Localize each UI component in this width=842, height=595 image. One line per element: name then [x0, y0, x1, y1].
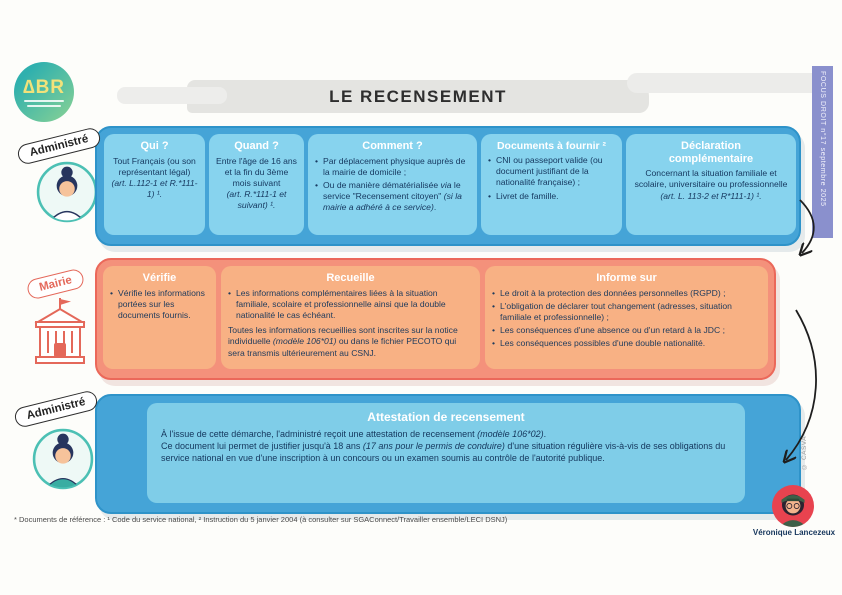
card-informe-sur: Informe sur Le droit à la protection des…	[485, 266, 768, 369]
card-quand-title: Quand ?	[234, 140, 279, 152]
card-qui-title: Qui ?	[140, 140, 169, 152]
card-quand-body: Entre l'âge de 16 ans et la fin du 3ème …	[216, 155, 297, 188]
text-run: Ou de manière dématérialisée	[323, 179, 441, 190]
copyright-text: © CASVA	[801, 436, 808, 470]
text-run: d'une situation régulière vis-à-vis de s…	[161, 441, 726, 464]
card-attestation-body: À l'issue de cette démarche, l'administr…	[147, 428, 745, 464]
card-qui: Qui ? Tout Français (ou son représentant…	[104, 134, 205, 235]
list-item: Vérifie les informations portées sur les…	[110, 288, 209, 322]
title-brush-stroke	[117, 73, 827, 113]
card-recueille: Recueille Les informations complémentair…	[221, 266, 480, 369]
logo-subline	[27, 104, 61, 107]
card-qui-ref: (art. L.112-1 et R.*111-1) ¹.	[111, 177, 198, 200]
card-documents-list: CNI ou passeport valide (ou document jus…	[481, 155, 622, 202]
text-run-italic: (17 ans pour le permis de conduire)	[362, 441, 505, 452]
author-avatar-icon	[772, 485, 814, 527]
card-verifie-title: Vérifie	[142, 272, 177, 284]
card-verifie-list: Vérifie les informations portées sur les…	[103, 288, 216, 322]
logo-text: ∆BR	[22, 76, 66, 98]
card-qui-text: Tout Français (ou son représentant légal…	[104, 156, 205, 201]
card-comment-title: Comment ?	[362, 140, 423, 152]
card-quand-text: Entre l'âge de 16 ans et la fin du 3ème …	[209, 156, 304, 212]
list-item: L'obligation de déclarer tout changement…	[492, 301, 761, 323]
card-documents-title: Documents à fournir ²	[496, 140, 607, 152]
town-hall-icon	[34, 298, 86, 364]
card-verifie: Vérifie Vérifie les informations portées…	[103, 266, 216, 369]
card-informe-sur-list: Le droit à la protection des données per…	[485, 288, 768, 350]
card-documents: Documents à fournir ² CNI ou passeport v…	[481, 134, 622, 235]
administre-avatar-icon	[32, 428, 94, 490]
card-declaration-title: Déclaration complémentaire	[668, 140, 754, 165]
text-run: À l'issue de cette démarche, l'administr…	[161, 429, 478, 439]
list-item: Les conséquences possibles d'une double …	[492, 338, 761, 349]
author-name: Véronique Lancezeux	[752, 528, 836, 537]
card-attestation: Attestation de recensement À l'issue de …	[147, 403, 745, 503]
card-recueille-title: Recueille	[326, 272, 375, 284]
page-title: LE RECENSEMENT	[329, 87, 507, 106]
list-item: Le droit à la protection des données per…	[492, 288, 761, 299]
text-run: .	[433, 202, 437, 213]
actor-label-administre-2: Administré	[12, 389, 100, 429]
logo-subline	[24, 99, 64, 102]
text-run: le service "Recensement citoyen"	[323, 179, 461, 202]
list-item: Livret de famille.	[488, 191, 615, 202]
text-run: Ce document lui permet de justifier jusq…	[161, 441, 363, 452]
card-quand: Quand ? Entre l'âge de 16 ans et la fin …	[209, 134, 304, 235]
text-run-italic: via	[440, 179, 452, 190]
card-recueille-paragraph: Toutes les informations recueillies sont…	[221, 323, 480, 359]
reference-footnote: * Documents de référence : ¹ Code du ser…	[14, 515, 508, 524]
text-run-italic: (si la mairie a adhéré à ce service)	[323, 191, 462, 213]
card-comment: Comment ? Par déplacement physique auprè…	[308, 134, 477, 235]
text-run: ou dans le fichier PECOTO qui sera trans…	[228, 336, 457, 358]
card-comment-list: Par déplacement physique auprès de la ma…	[308, 156, 477, 214]
card-attestation-title: Attestation de recensement	[367, 410, 525, 424]
text-run: .	[543, 429, 547, 439]
card-qui-body: Tout Français (ou son représentant légal…	[113, 155, 196, 177]
text-run-italic: (modèle 106*02)	[477, 429, 544, 439]
card-informe-sur-title: Informe sur	[596, 272, 657, 284]
card-declaration-text: Concernant la situation familiale et sco…	[626, 168, 796, 202]
list-item: Les informations complémentaires liées à…	[228, 288, 473, 322]
text-run-italic: (modèle 106*01)	[272, 336, 337, 347]
list-item: Par déplacement physique auprès de la ma…	[315, 156, 470, 178]
card-declaration: Déclaration complémentaire Concernant la…	[626, 134, 796, 235]
focus-droit-banner: FOCUS DROIT n°17 septembre 2025	[812, 66, 833, 238]
card-declaration-body: Concernant la situation familiale et sco…	[634, 168, 788, 190]
list-item: Les conséquences d'une absence ou d'un r…	[492, 325, 761, 336]
list-item: CNI ou passeport valide (ou document jus…	[488, 155, 615, 189]
abr-logo: ∆BR	[14, 62, 74, 122]
text-run: Toutes les informations recueillies sont…	[228, 325, 458, 347]
card-quand-ref: (art. R.*111-1 et suivant) ¹.	[226, 189, 287, 211]
actor-label-administre-1: Administré	[15, 126, 103, 166]
card-recueille-list: Les informations complémentaires liées à…	[221, 288, 480, 322]
list-item: Ou de manière dématérialisée via le serv…	[315, 180, 470, 214]
administre-avatar-icon	[36, 161, 98, 223]
card-declaration-ref: (art. L. 113-2 et R*111-1) ¹.	[660, 190, 762, 201]
